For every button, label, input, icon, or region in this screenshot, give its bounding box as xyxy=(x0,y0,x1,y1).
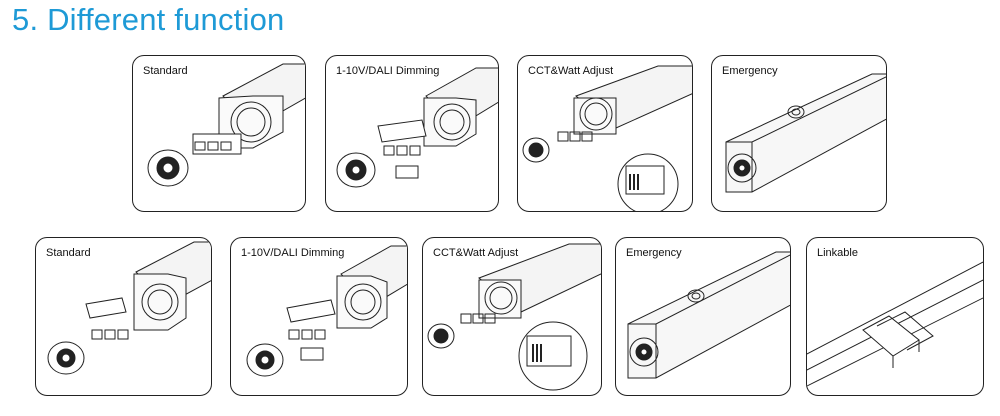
standard-assembly-illustration xyxy=(47,241,211,375)
panel-label: Linkable xyxy=(817,247,858,259)
dimming-assembly-illustration xyxy=(246,245,407,377)
section-heading: 5. Different function xyxy=(12,2,285,37)
standard-assembly-illustration xyxy=(147,63,305,187)
function-panel-dimming: 1-10V/DALI Dimming xyxy=(325,55,499,212)
function-panel-cct-watt: CCT&Watt Adjust xyxy=(422,237,602,396)
function-panel-linkable: Linkable xyxy=(806,237,984,396)
function-panel-standard: Standard xyxy=(35,237,212,396)
function-panel-standard: Standard xyxy=(132,55,306,212)
panel-label: 1-10V/DALI Dimming xyxy=(336,65,440,77)
function-panel-dimming: 1-10V/DALI Dimming xyxy=(230,237,408,396)
panel-label: Emergency xyxy=(722,65,778,77)
function-panel-emergency: Emergency xyxy=(615,237,791,396)
emergency-fixture-illustration xyxy=(627,251,790,379)
panel-label: Emergency xyxy=(626,247,682,259)
panel-label: 1-10V/DALI Dimming xyxy=(241,247,345,259)
linkable-fixture-illustration xyxy=(807,261,983,387)
panel-label: CCT&Watt Adjust xyxy=(528,65,614,77)
function-panel-emergency: Emergency xyxy=(711,55,887,212)
cct-watt-assembly-illustration xyxy=(522,65,692,211)
emergency-fixture-illustration xyxy=(725,73,886,193)
panel-label: Standard xyxy=(143,65,188,77)
function-panel-cct-watt: CCT&Watt Adjust xyxy=(517,55,693,212)
dimming-assembly-illustration xyxy=(336,67,498,188)
panel-label: Standard xyxy=(46,247,91,259)
panel-label: CCT&Watt Adjust xyxy=(433,247,519,259)
cct-watt-assembly-illustration xyxy=(427,243,601,391)
